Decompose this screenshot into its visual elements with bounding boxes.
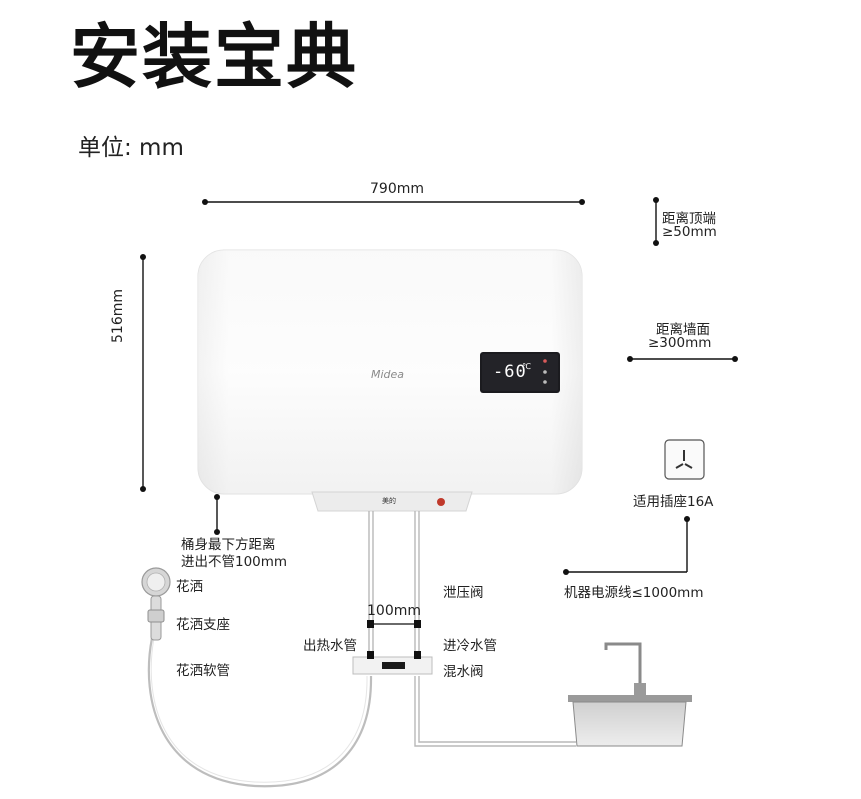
wall-clearance-marker [627, 356, 738, 362]
bottom-clearance-marker [214, 494, 220, 535]
pipe-spacing-label: 100mm [367, 603, 421, 619]
socket-label: 适用插座16A [633, 494, 714, 510]
socket-icon [664, 439, 705, 480]
top-clearance-line1: 距离顶端 [662, 211, 716, 227]
cold-inlet-label: 进冷水管 [443, 638, 497, 654]
width-dimension [202, 199, 585, 205]
power-cord-label: 机器电源线≤1000mm [564, 585, 704, 601]
height-dimension [140, 254, 146, 492]
display-temperature: -60 [493, 362, 527, 382]
top-clearance-line2: ≥50mm [662, 224, 717, 240]
shower-hose [147, 637, 373, 788]
plate-label: 美的 [382, 497, 396, 505]
wall-clearance-line1: 距离墙面 [656, 322, 710, 338]
display-unit: ℃ [522, 362, 531, 371]
mixing-valve [352, 651, 433, 675]
shower-holder [147, 609, 165, 623]
shower-holder-label: 花洒支座 [176, 617, 230, 633]
shower-head [141, 567, 171, 641]
water-pipes [368, 511, 576, 747]
water-heater [197, 249, 583, 512]
hot-outlet-label: 出热水管 [303, 638, 357, 654]
pipe-spacing-dimension [367, 620, 421, 628]
bottom-clearance-line1: 桶身最下方距离 [181, 537, 276, 553]
brand-logo: Midea [371, 368, 405, 381]
shower-head-label: 花洒 [176, 579, 203, 595]
shower-hose-label: 花洒软管 [176, 663, 230, 679]
top-clearance-marker [653, 197, 659, 246]
wall-clearance-line2: ≥300mm [648, 335, 712, 351]
mixing-valve-label: 混水阀 [443, 664, 484, 680]
height-label: 516mm [110, 289, 126, 343]
unit-label: 单位: mm [78, 135, 184, 161]
sink [568, 642, 692, 747]
bottom-clearance-line2: 进出不管100mm [181, 554, 288, 570]
relief-valve-label: 泄压阀 [443, 585, 484, 601]
control-display [480, 352, 560, 393]
width-label: 790mm [370, 181, 424, 197]
page-title: 安装宝典 [70, 16, 358, 98]
power-cord-marker [563, 516, 690, 575]
